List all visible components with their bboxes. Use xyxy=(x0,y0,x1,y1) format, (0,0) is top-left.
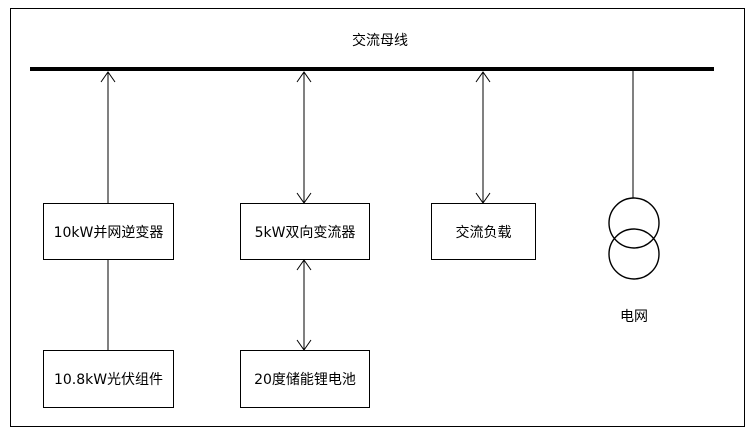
grid-inverter-box: 10kW并网逆变器 xyxy=(43,203,174,260)
ac-bus-label: 交流母线 xyxy=(352,33,408,49)
ac-load-label: 交流负载 xyxy=(455,224,512,241)
diagram-frame xyxy=(10,8,745,427)
grid-label: 电网 xyxy=(620,309,648,325)
ac-load-box: 交流负载 xyxy=(431,203,536,260)
battery-box: 20度储能锂电池 xyxy=(240,350,370,408)
transformer-icon xyxy=(608,197,660,280)
bidirectional-converter-label: 5kW双向变流器 xyxy=(254,224,356,241)
grid-inverter-label: 10kW并网逆变器 xyxy=(53,224,164,241)
battery-label: 20度储能锂电池 xyxy=(254,372,356,388)
pv-module-label: 10.8kW光伏组件 xyxy=(53,372,164,388)
pv-module-box: 10.8kW光伏组件 xyxy=(43,350,174,408)
bidirectional-converter-box: 5kW双向变流器 xyxy=(240,203,370,260)
